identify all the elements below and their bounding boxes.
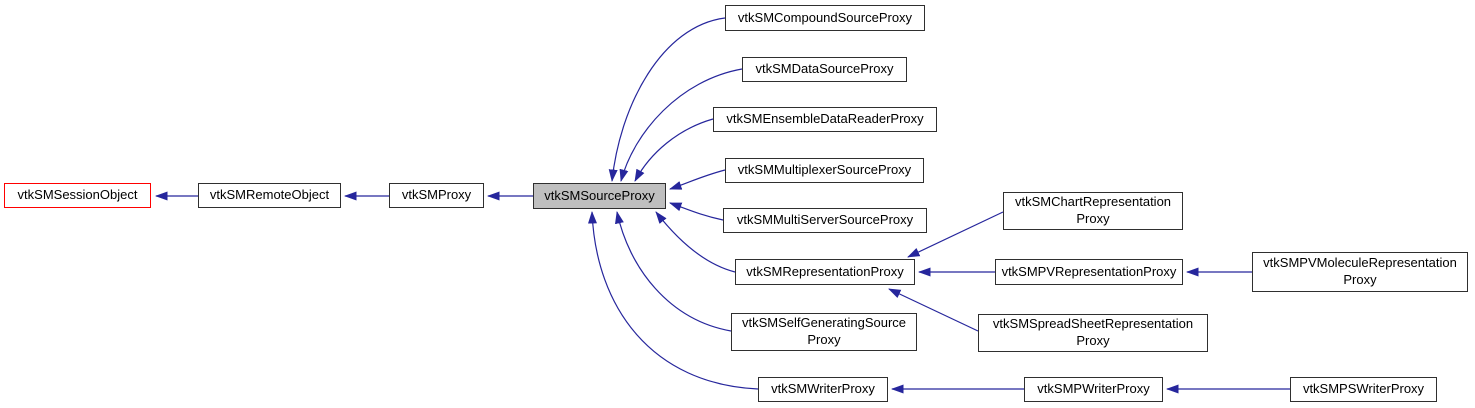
node-vtkSMSelfGeneratingSourceProxy[interactable]: vtkSMSelfGeneratingSource Proxy xyxy=(731,313,917,351)
node-vtkSMPSWriterProxy[interactable]: vtkSMPSWriterProxy xyxy=(1290,377,1437,402)
edge-vtkSMMultiplexerSourceProxy-to-vtkSMSourceProxy xyxy=(669,169,726,190)
edge-vtkSMChartRepresentationProxy-to-vtkSMRepresentationProxy xyxy=(907,211,1004,258)
node-vtkSMMultiServerSourceProxy[interactable]: vtkSMMultiServerSourceProxy xyxy=(723,208,927,233)
edge-vtkSMSpreadSheetRepresentationProxy-to-vtkSMRepresentationProxy xyxy=(888,288,979,332)
edge-vtkSMEnsembleDataReaderProxy-to-vtkSMSourceProxy xyxy=(634,118,714,182)
node-vtkSMEnsembleDataReaderProxy[interactable]: vtkSMEnsembleDataReaderProxy xyxy=(713,107,937,132)
node-vtkSMChartRepresentationProxy[interactable]: vtkSMChartRepresentation Proxy xyxy=(1003,192,1183,230)
edge-vtkSMCompoundSourceProxy-to-vtkSMSourceProxy xyxy=(608,17,726,182)
node-vtkSMCompoundSourceProxy[interactable]: vtkSMCompoundSourceProxy xyxy=(725,5,925,31)
node-vtkSMPWriterProxy[interactable]: vtkSMPWriterProxy xyxy=(1024,377,1163,402)
node-vtkSMRemoteObject[interactable]: vtkSMRemoteObject xyxy=(198,183,341,208)
edge-vtkSMWriterProxy-to-vtkSMSourceProxy xyxy=(587,211,759,390)
edge-vtkSMMultiServerSourceProxy-to-vtkSMSourceProxy xyxy=(669,202,724,221)
node-vtkSMPVMoleculeRepresentationProxy[interactable]: vtkSMPVMoleculeRepresentation Proxy xyxy=(1252,252,1468,292)
node-vtkSMMultiplexerSourceProxy[interactable]: vtkSMMultiplexerSourceProxy xyxy=(725,158,924,183)
node-vtkSMRepresentationProxy[interactable]: vtkSMRepresentationProxy xyxy=(735,259,915,285)
node-vtkSMSpreadSheetRepresentationProxy[interactable]: vtkSMSpreadSheetRepresentation Proxy xyxy=(978,314,1208,352)
edge-vtkSMSelfGeneratingSourceProxy-to-vtkSMSourceProxy xyxy=(615,211,732,332)
node-vtkSMProxy[interactable]: vtkSMProxy xyxy=(389,183,484,208)
node-vtkSMPVRepresentationProxy[interactable]: vtkSMPVRepresentationProxy xyxy=(995,259,1183,285)
node-vtkSMSessionObject[interactable]: vtkSMSessionObject xyxy=(4,183,151,208)
edge-vtkSMRepresentationProxy-to-vtkSMSourceProxy xyxy=(655,211,736,273)
node-vtkSMWriterProxy[interactable]: vtkSMWriterProxy xyxy=(758,377,888,402)
node-vtkSMSourceProxy: vtkSMSourceProxy xyxy=(533,183,666,209)
edge-vtkSMDataSourceProxy-to-vtkSMSourceProxy xyxy=(619,68,743,182)
node-vtkSMDataSourceProxy[interactable]: vtkSMDataSourceProxy xyxy=(742,57,907,82)
